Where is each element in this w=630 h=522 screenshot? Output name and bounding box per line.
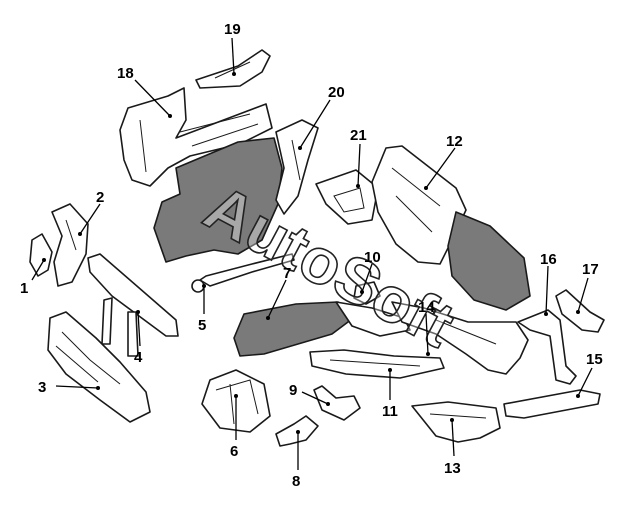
part-20 [153, 119, 319, 263]
callout-labels: 19 18 20 21 12 2 1 4 3 5 7 10 14 16 17 1… [20, 21, 603, 490]
callout-18: 18 [117, 65, 134, 82]
callout-4: 4 [134, 349, 143, 366]
callout-2: 2 [96, 189, 104, 206]
part-3 [47, 311, 151, 423]
part-16 [517, 309, 577, 385]
part-15 [503, 389, 601, 419]
part-9 [313, 385, 361, 421]
callout-14: 14 [418, 299, 435, 316]
callout-17: 17 [582, 261, 599, 278]
part-11 [309, 349, 445, 379]
part-10 [353, 281, 381, 305]
callout-15: 15 [586, 351, 603, 368]
callout-21: 21 [350, 127, 367, 144]
callout-8: 8 [292, 473, 300, 490]
callout-3: 3 [38, 379, 46, 396]
callout-11: 11 [382, 403, 398, 420]
part-17 [555, 289, 605, 333]
part-19 [195, 49, 271, 89]
callout-16: 16 [540, 251, 557, 268]
callout-5: 5 [198, 317, 206, 334]
callout-9: 9 [289, 382, 297, 399]
callout-20: 20 [328, 84, 345, 101]
part-13 [411, 401, 501, 443]
callout-7: 7 [283, 265, 291, 282]
callout-10: 10 [364, 249, 381, 266]
part-21 [315, 169, 379, 225]
part-2 [51, 203, 89, 287]
callout-1: 1 [20, 280, 28, 297]
callout-6: 6 [230, 443, 238, 460]
leader-lines [31, 37, 593, 470]
part-12 [371, 145, 531, 311]
callout-12: 12 [446, 133, 463, 150]
part-7 [233, 301, 411, 357]
part-4 [87, 253, 179, 357]
part-5 [191, 253, 295, 293]
callout-13: 13 [444, 460, 461, 477]
part-1 [29, 233, 53, 277]
callout-19: 19 [224, 21, 241, 38]
